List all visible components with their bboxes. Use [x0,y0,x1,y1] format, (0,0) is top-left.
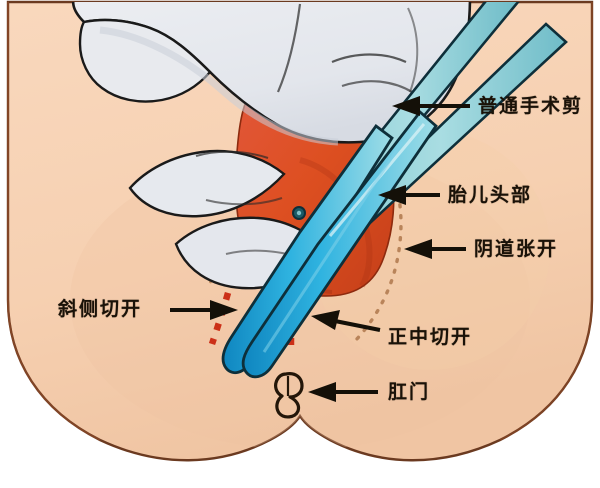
surgical-scissors [221,2,568,379]
label-fetal-head: 胎儿头部 [448,185,533,206]
gloved-hand [71,2,472,290]
anus-marking [274,372,304,419]
arrow-ordinary-surgical-scissors [392,96,470,116]
arrow-oblique-incision [170,300,238,320]
arrow-anus [308,382,378,402]
label-anus: 肛门 [388,382,431,403]
median-incision-dotted-line [286,273,295,353]
label-ordinary-surgical-scissors: 普通手术剪 [478,96,584,117]
label-median-incision: 正中切开 [388,327,473,348]
arrow-vaginal-opening [404,239,466,259]
label-vaginal-opening: 阴道张开 [474,239,559,260]
arrow-fetal-head [378,185,440,205]
label-oblique-incision: 斜侧切开 [58,299,143,320]
callout-arrows [170,96,470,402]
arrow-median-incision [311,310,381,332]
